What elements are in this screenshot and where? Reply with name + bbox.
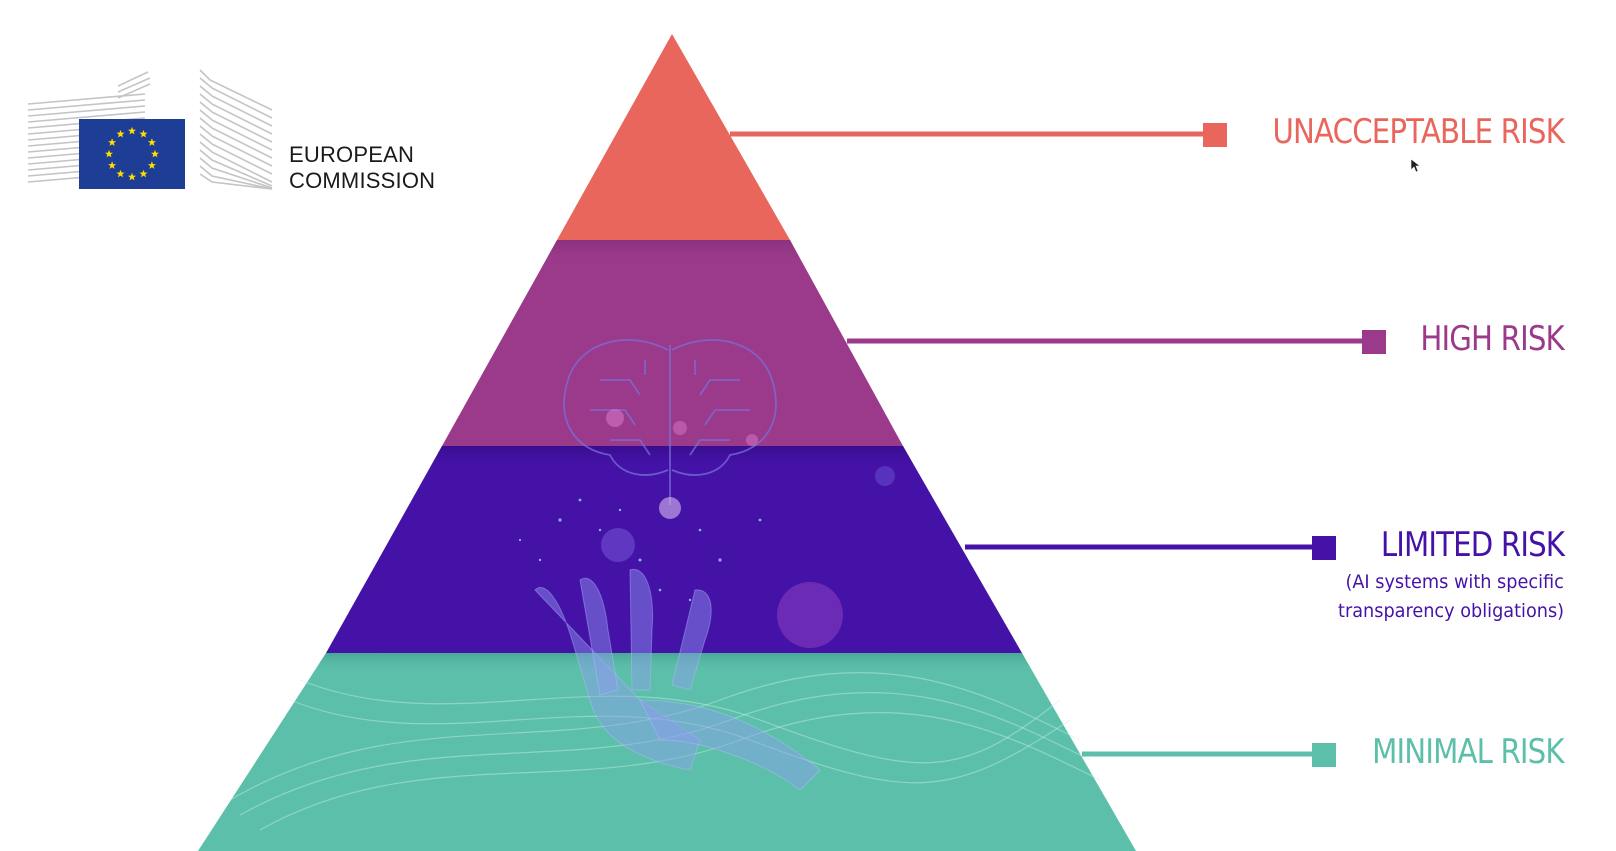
eu-star-icon: [147, 138, 156, 146]
eu-star-icon: [116, 169, 125, 178]
bokeh-circle: [606, 409, 624, 427]
bokeh-circle: [875, 466, 895, 486]
connector-limited: [965, 536, 1336, 560]
bokeh-circle: [673, 421, 687, 435]
marker-high: [1362, 330, 1386, 354]
logo-line-2: COMMISSION: [289, 168, 436, 193]
label-unacceptable-risk: UNACCEPTABLE RISK: [1272, 112, 1565, 152]
eu-star-icon: [139, 129, 148, 138]
hand-icon: [534, 568, 821, 791]
brain-circuit-icon: [563, 339, 777, 505]
marker-unacceptable: [1203, 123, 1227, 147]
label-high-risk: HIGH RISK: [1420, 319, 1565, 359]
eu-star-icon: [151, 149, 159, 158]
glow-dot: [659, 497, 681, 519]
eu-star-icon: [147, 161, 156, 169]
eu-star-icon: [116, 129, 125, 138]
connector-unacceptable: [730, 123, 1227, 147]
eu-star-icon: [108, 138, 117, 146]
label-minimal-risk: MINIMAL RISK: [1372, 732, 1564, 772]
bokeh-circle: [777, 582, 843, 648]
sparkles: [518, 498, 762, 602]
wave-decoration: [229, 672, 1101, 831]
eu-star-icon: [108, 161, 117, 169]
connector-minimal: [1082, 743, 1336, 767]
eu-star-icon: [128, 172, 136, 181]
eu-commission-logo-text: EUROPEAN COMMISSION: [289, 142, 435, 194]
eu-star-icon: [128, 126, 136, 135]
eu-star-icon: [139, 169, 148, 178]
label-limited-sublabel-2: transparency obligations): [1337, 600, 1564, 622]
level-limited-shade: [326, 446, 1022, 653]
connector-high: [847, 330, 1386, 354]
level-unacceptable: [557, 34, 790, 240]
label-limited-sublabel-1: (AI systems with specific: [1345, 571, 1564, 593]
level-high-shade: [442, 240, 903, 446]
logo-line-1: EUROPEAN: [289, 142, 415, 167]
level-minimal-shade: [198, 653, 1136, 851]
cursor-icon: [1410, 158, 1421, 173]
label-limited-risk: LIMITED RISK: [1380, 525, 1565, 565]
bokeh-circle: [601, 528, 635, 562]
eu-flag-icon: [79, 119, 185, 189]
eu-star-icon: [105, 149, 113, 158]
bokeh-circle: [746, 434, 758, 446]
marker-minimal: [1312, 743, 1336, 767]
marker-limited: [1312, 536, 1336, 560]
